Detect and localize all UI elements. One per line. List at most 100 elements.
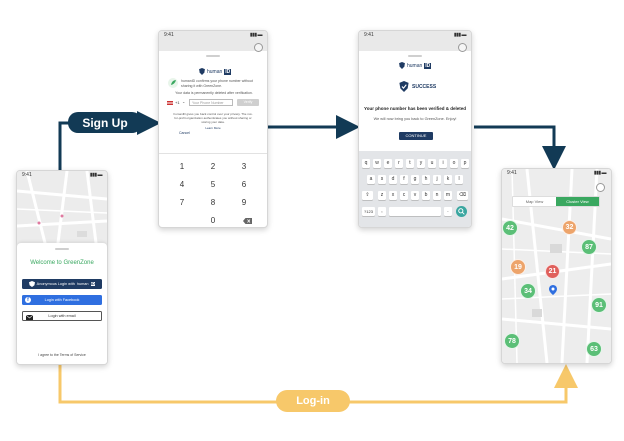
key-r[interactable]: r — [395, 159, 403, 168]
shield-icon — [28, 281, 35, 287]
numeric-keypad: 1 2 3 4 5 6 7 8 9 0 — [159, 153, 267, 227]
cluster-marker[interactable]: 87 — [581, 239, 597, 255]
brand-suffix: ID — [224, 68, 232, 75]
phone-number-input[interactable]: Your Phone Number — [189, 99, 233, 106]
key-b[interactable]: b — [422, 191, 430, 200]
period-key[interactable]: . — [444, 207, 452, 216]
phone-top-bar: 9:41 ▮▮▮ ▬ — [159, 31, 267, 52]
cluster-marker[interactable]: 78 — [504, 333, 520, 349]
cancel-link[interactable]: Cancel — [179, 131, 190, 135]
key-u[interactable]: u — [428, 159, 436, 168]
num-key[interactable]: ?123 — [362, 207, 375, 216]
terms-link[interactable]: I agree to the Terms of Service — [38, 353, 86, 357]
key-x[interactable]: x — [389, 191, 397, 200]
key-c[interactable]: c — [400, 191, 408, 200]
status-bar: 9:41 ▮▮▮ ▬ — [502, 169, 611, 177]
key-o[interactable]: o — [450, 159, 458, 168]
cluster-marker[interactable]: 34 — [520, 283, 536, 299]
shift-key[interactable]: ⇧ — [362, 191, 373, 200]
facebook-icon: f — [25, 297, 31, 303]
key-v[interactable]: v — [411, 191, 419, 200]
signal-icon: ▮▮▮ ▬ — [249, 32, 263, 38]
anon-brand-suffix: ID — [90, 282, 96, 286]
key-f[interactable]: f — [400, 175, 408, 184]
signal-icon: ▮▮▮ ▬ — [453, 32, 467, 38]
chevron-down-icon: ⌄ — [182, 99, 186, 104]
key-7[interactable]: 7 — [179, 198, 185, 207]
sheet-handle — [55, 248, 69, 250]
us-flag-icon — [167, 100, 173, 105]
facebook-login-button[interactable]: f Login with Facebook — [22, 295, 102, 305]
profile-icon[interactable] — [458, 43, 467, 52]
key-6[interactable]: 6 — [241, 180, 247, 189]
cluster-marker[interactable]: 21 — [545, 264, 560, 279]
key-1[interactable]: 1 — [179, 162, 185, 171]
return-message: We will now bring you back to GreenZone.… — [373, 117, 457, 121]
key-n[interactable]: n — [433, 191, 441, 200]
key-8[interactable]: 8 — [210, 198, 216, 207]
email-login-label: Login with email — [48, 314, 76, 318]
key-e[interactable]: e — [384, 159, 392, 168]
key-i[interactable]: i — [439, 159, 447, 168]
cluster-marker[interactable]: 32 — [562, 220, 577, 235]
success-connector — [474, 125, 566, 170]
profile-icon[interactable] — [596, 183, 605, 192]
status-bar: 9:41 ▮▮▮ ▬ — [17, 171, 107, 179]
key-j[interactable]: j — [433, 175, 441, 184]
key-9[interactable]: 9 — [241, 198, 247, 207]
comma-key[interactable]: , — [378, 207, 386, 216]
cluster-marker[interactable]: 63 — [586, 341, 602, 357]
welcome-title: Welcome to GreenZone — [30, 260, 94, 266]
tab-cluster-view[interactable]: Cluster View — [556, 197, 599, 206]
key-p[interactable]: p — [461, 159, 469, 168]
key-w[interactable]: w — [373, 159, 381, 168]
profile-icon[interactable] — [254, 43, 263, 52]
email-login-button[interactable]: Login with email — [22, 311, 102, 321]
key-3[interactable]: 3 — [241, 162, 247, 171]
signal-icon: ▮▮▮ ▬ — [593, 170, 607, 176]
key-k[interactable]: k — [444, 175, 452, 184]
key-q[interactable]: q — [362, 159, 370, 168]
key-t[interactable]: t — [406, 159, 414, 168]
backspace-key[interactable]: ⌫ — [457, 191, 468, 200]
brand-suffix: ID — [424, 62, 432, 69]
key-2[interactable]: 2 — [210, 162, 216, 171]
key-y[interactable]: y — [417, 159, 425, 168]
key-g[interactable]: g — [411, 175, 419, 184]
backspace-icon[interactable] — [243, 218, 252, 224]
greenzone-logo-icon — [168, 78, 178, 88]
search-key[interactable] — [456, 206, 467, 217]
key-s[interactable]: s — [378, 175, 386, 184]
continue-button[interactable]: CONTINUE — [399, 132, 433, 140]
key-5[interactable]: 5 — [210, 180, 216, 189]
key-d[interactable]: d — [389, 175, 397, 184]
status-bar: 9:41 ▮▮▮ ▬ — [359, 31, 471, 39]
cluster-marker[interactable]: 19 — [510, 259, 526, 275]
facebook-login-label: Login with Facebook — [44, 298, 80, 302]
cluster-marker[interactable]: 42 — [502, 220, 518, 236]
verify-button[interactable]: Verify — [237, 99, 259, 106]
learn-more-link[interactable]: Learn More — [205, 126, 221, 130]
sign-up-label: Sign Up — [68, 112, 142, 133]
key-z[interactable]: z — [378, 191, 386, 200]
anon-brand: human — [76, 282, 89, 286]
map-background: 9:41 ▮▮▮ ▬ — [17, 171, 107, 252]
cluster-marker[interactable]: 91 — [591, 297, 607, 313]
country-code[interactable]: +1 — [175, 99, 180, 105]
map-cluster-screen: 9:41 ▮▮▮ ▬ Map View Cluster View 42 32 8… — [501, 168, 612, 364]
location-pin-icon — [549, 282, 557, 295]
brand-text: human — [207, 68, 223, 75]
key-a[interactable]: a — [367, 175, 375, 184]
map-streets — [17, 171, 107, 252]
key-m[interactable]: m — [444, 191, 452, 200]
key-0[interactable]: 0 — [210, 216, 216, 225]
key-4[interactable]: 4 — [179, 180, 185, 189]
tab-map-view[interactable]: Map View — [525, 199, 544, 204]
key-l[interactable]: l — [455, 175, 463, 184]
anon-login-label: Anonymous Login with — [36, 282, 75, 286]
status-bar: 9:41 ▮▮▮ ▬ — [159, 31, 267, 39]
key-h[interactable]: h — [422, 175, 430, 184]
space-key[interactable] — [389, 207, 441, 216]
